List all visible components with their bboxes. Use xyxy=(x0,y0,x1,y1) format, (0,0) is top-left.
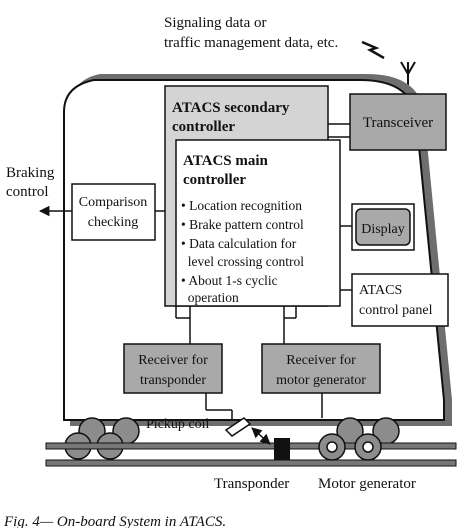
transponder-icon xyxy=(274,438,290,460)
rail-upper xyxy=(45,442,457,450)
transponder-receiver-box: Receiver for transponder xyxy=(123,343,223,394)
comparison-label-line2: checking xyxy=(88,215,139,230)
main-function-item: • Location recognition xyxy=(181,198,302,213)
connection-lines xyxy=(155,123,352,420)
main-function-item: • About 1-s cyclic xyxy=(181,273,278,288)
wheels xyxy=(64,417,400,460)
main-function-item: • Brake pattern control xyxy=(181,217,304,232)
control-panel-box: ATACS control panel xyxy=(351,273,449,327)
main-controller-title-line1: ATACS main xyxy=(183,153,269,169)
braking-label-line2: control xyxy=(6,184,49,200)
display-box: Display xyxy=(351,203,415,251)
motor-generator-label: Motor generator xyxy=(318,476,416,492)
pickup-coil-icon xyxy=(224,417,252,437)
transponder-receiver-label-line2: transponder xyxy=(140,373,206,388)
comparison-label-line1: Comparison xyxy=(79,195,147,210)
motor-generator-icon xyxy=(318,433,382,461)
motor-receiver-label-line1: Receiver for xyxy=(286,353,356,368)
motor-receiver-label-line2: motor generator xyxy=(276,373,366,388)
main-function-item: level crossing control xyxy=(181,254,304,269)
rail-lower xyxy=(45,459,457,467)
control-panel-label-line1: ATACS xyxy=(359,283,402,298)
wireless-signal-icon xyxy=(361,40,385,60)
main-function-item: operation xyxy=(181,290,239,305)
figure-caption: Fig. 4— On-board System in ATACS. xyxy=(3,514,226,528)
secondary-controller-title-line1: ATACS secondary xyxy=(172,100,290,116)
signaling-label-line2: traffic management data, etc. xyxy=(164,35,338,51)
main-controller-box: ATACS main controller • Location recogni… xyxy=(175,139,341,307)
main-controller-title-line2: controller xyxy=(183,172,246,188)
transponder-label: Transponder xyxy=(214,476,289,492)
transponder-link-arrow xyxy=(251,427,271,445)
signaling-label-line1: Signaling data or xyxy=(164,15,266,31)
motor-receiver-box: Receiver for motor generator xyxy=(261,343,381,394)
display-label: Display xyxy=(361,222,405,237)
pickup-coil-label: Pickup coil xyxy=(146,417,209,432)
braking-label-line1: Braking xyxy=(6,165,55,181)
display-screen-icon xyxy=(355,208,411,246)
transceiver-box: Transceiver xyxy=(349,93,447,151)
transponder-receiver-label-line1: Receiver for xyxy=(138,353,208,368)
control-panel-label-line2: control panel xyxy=(359,303,433,318)
main-function-item: • Data calculation for xyxy=(181,236,297,251)
transceiver-label: Transceiver xyxy=(363,115,433,131)
comparison-checking-box: Comparison checking xyxy=(71,183,156,241)
secondary-controller-title-line2: controller xyxy=(172,119,235,135)
